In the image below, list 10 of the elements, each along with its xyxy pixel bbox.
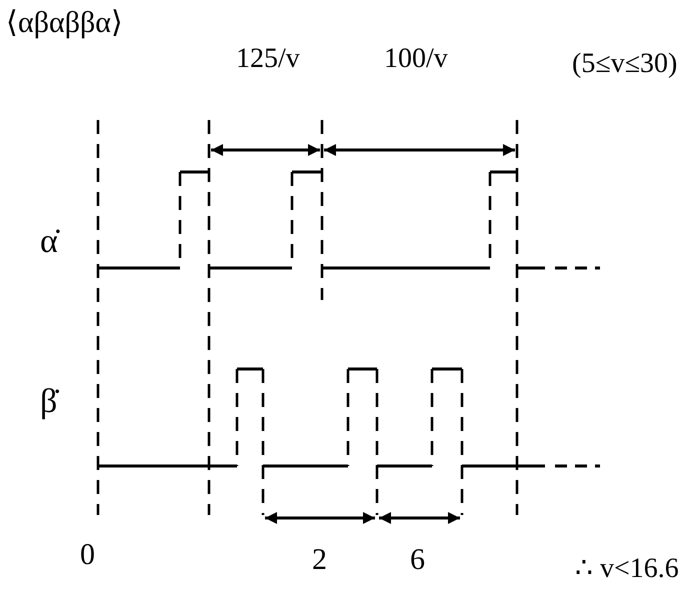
dimension-label: 2 — [312, 545, 327, 575]
conclusion-label: ∴ v<16.6 — [575, 555, 679, 583]
dimension-label: 125/v — [236, 45, 300, 73]
dimension-label: 100/v — [384, 45, 448, 73]
signal-label: β̇ — [40, 385, 58, 419]
signal-label: α̇ — [40, 225, 58, 259]
dimension-label: 6 — [410, 545, 425, 575]
sequence-label: ⟨αβαββα⟩ — [6, 8, 123, 38]
axis-label: 0 — [80, 540, 95, 570]
condition-label: (5≤v≤30) — [572, 50, 678, 78]
